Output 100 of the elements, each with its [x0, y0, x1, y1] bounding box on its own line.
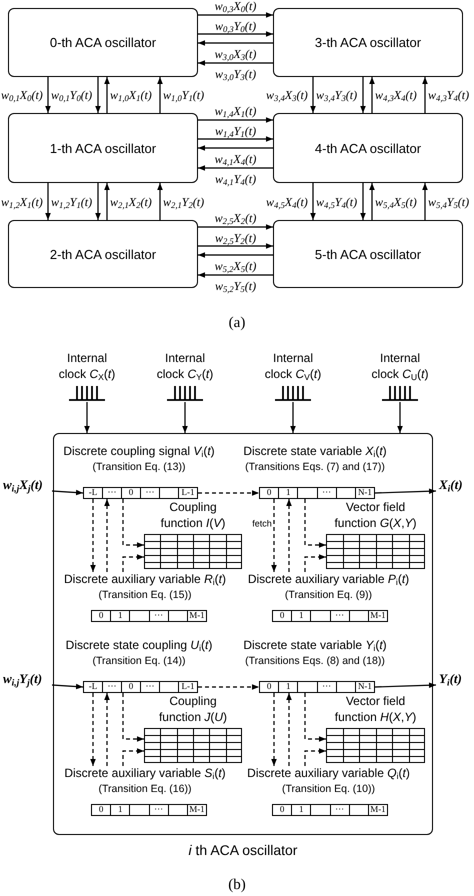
arrow — [198, 243, 273, 249]
register-entry: 1 — [291, 805, 310, 815]
edge-label: w$_{4,1}$Y$_{4}$(t) — [214, 172, 256, 186]
edge-label: w$_{0,3}$X$_{0}$(t) — [214, 0, 256, 13]
register-entry: L-1 — [178, 488, 197, 498]
register-entry: M-1 — [368, 611, 388, 621]
edge-label: w$_{3,4}$Y$_{3}$(t) — [316, 88, 358, 102]
edge-label: w$_{0,1}$Y$_{0}$(t) — [51, 88, 92, 102]
register-entry: 1 — [291, 611, 310, 621]
register-entry: ··· — [330, 611, 349, 621]
arrow — [198, 165, 273, 171]
arrow — [198, 31, 273, 37]
dashed-arrow — [304, 554, 326, 572]
arrow — [369, 183, 375, 220]
signal-label: w$_{i,j}$X$_{j}$(t) — [3, 477, 43, 492]
register-entry: ··· — [330, 805, 349, 815]
edge-label: w$_{2,1}$X$_{2}$(t) — [110, 194, 152, 208]
register-heading: Discrete state coupling U$_{i}$(t) — [64, 638, 214, 653]
clock-label: Internal clock C$_{Y}$(t) — [156, 350, 214, 382]
register-entry: M-1 — [186, 805, 206, 815]
clock-label: Internal clock C$_{U}$(t) — [370, 350, 430, 382]
register-entry: M-1 — [368, 805, 388, 815]
edge-label: w$_{4,3}$X$_{4}$(t) — [375, 88, 417, 102]
edge-label: w$_{5,2}$Y$_{5}$(t) — [214, 279, 256, 293]
register-entry: ··· — [140, 488, 159, 498]
edge-label: w$_{1,0}$X$_{1}$(t) — [110, 88, 152, 102]
oscillator-label: 2-th ACA oscillator — [50, 246, 156, 262]
dashed-arrow — [90, 693, 96, 766]
edge-label: w$_{4,5}$X$_{4}$(t) — [266, 194, 308, 208]
register-entry: M-1 — [186, 611, 206, 621]
arrow — [198, 12, 273, 18]
edge-label: w$_{4,5}$Y$_{4}$(t) — [316, 194, 358, 208]
oscillator-box — [273, 8, 463, 77]
equation-note: (Transition Eq. (13)) — [92, 461, 186, 474]
register-entry: L-1 — [178, 682, 197, 692]
register-entry: N-1 — [354, 488, 374, 498]
arrow — [157, 77, 163, 113]
register-heading: Discrete auxiliary variable S$_{i}$(t) — [63, 766, 227, 781]
edge-label: w$_{1,2}$Y$_{1}$(t) — [51, 194, 92, 208]
dashed-arrow — [122, 748, 144, 766]
oscillator-label: 3-th ACA oscillator — [314, 35, 422, 50]
arrow — [198, 272, 273, 278]
edge-label: w$_{2,5}$Y$_{2}$(t) — [214, 231, 256, 245]
arrow — [45, 183, 51, 220]
edge-label: w$_{2,5}$X$_{2}$(t) — [214, 211, 256, 225]
dashed-arrow — [122, 693, 144, 742]
arrow — [45, 77, 51, 113]
edge-label: w$_{0,3}$Y$_{0}$(t) — [214, 19, 256, 33]
panel-label: (a) — [228, 314, 246, 332]
dashed-arrow — [304, 693, 326, 742]
equation-note: (Transitions Eqs. (8) and (18)) — [244, 655, 386, 668]
register-entry: ··· — [316, 488, 336, 498]
register-heading: Discrete auxiliary variable Q$_{i}$(t) — [246, 766, 411, 781]
signal-label: Y$_{i}$(t) — [439, 671, 462, 686]
edge-label: w$_{1,4}$Y$_{1}$(t) — [214, 124, 256, 138]
arrow — [290, 402, 296, 433]
dashed-arrow — [104, 499, 110, 572]
oscillator-label: 4-th ACA oscillator — [314, 140, 422, 156]
oscillator-box — [273, 113, 463, 183]
oscillator-label: 1-th ACA oscillator — [50, 140, 156, 156]
oscillator-caption: i th ACA oscillator — [188, 841, 298, 859]
register-entry: 0 — [266, 682, 272, 692]
register-entry: 1 — [278, 488, 298, 498]
arrow — [360, 183, 366, 220]
function-label: Coupling function J(U) — [158, 693, 228, 725]
edge-label: w$_{2,1}$Y$_{2}$(t) — [163, 194, 204, 208]
arrow — [198, 117, 273, 123]
dashed-arrow — [304, 748, 326, 766]
arrow — [397, 402, 403, 433]
equation-note: (Transition Eq. (9)) — [284, 589, 374, 602]
edge-label: w$_{3,0}$Y$_{3}$(t) — [214, 67, 256, 81]
equation-note: (Transition Eq. (10)) — [281, 783, 376, 796]
arrow — [52, 490, 84, 496]
register-entry: 0 — [98, 805, 104, 815]
register-heading: Discrete state variable X$_{i}$(t) — [242, 444, 388, 459]
edge-label: w$_{1,2}$X$_{1}$(t) — [1, 194, 43, 208]
equation-note: (Transition Eq. (15)) — [98, 589, 192, 602]
register-entry: -L — [88, 488, 98, 498]
arrow — [52, 684, 84, 690]
register-entry: ··· — [148, 611, 168, 621]
function-label: Coupling function I(V) — [160, 499, 226, 531]
dashed-arrow — [90, 499, 96, 572]
arrow — [374, 682, 436, 688]
arrow — [374, 488, 436, 494]
arrow — [198, 136, 273, 142]
arrow — [310, 77, 316, 113]
register-entry: -L — [88, 682, 98, 692]
arrow — [95, 183, 101, 220]
register-entry: 0 — [266, 488, 272, 498]
register-heading: Discrete auxiliary variable P$_{i}$(t) — [246, 572, 410, 587]
register-entry: 0 — [278, 805, 286, 815]
panel-label: (b) — [228, 876, 246, 894]
register-entry: N-1 — [354, 682, 374, 692]
oscillator-box — [8, 8, 198, 77]
dashed-arrow — [104, 693, 110, 766]
arrow — [198, 60, 273, 66]
register-entry: ··· — [102, 488, 121, 498]
oscillator-label: 0-th ACA oscillator — [50, 35, 156, 50]
function-label: Vector field function G(X,Y) — [333, 499, 418, 531]
edge-label: w$_{4,1}$X$_{4}$(t) — [214, 152, 256, 166]
